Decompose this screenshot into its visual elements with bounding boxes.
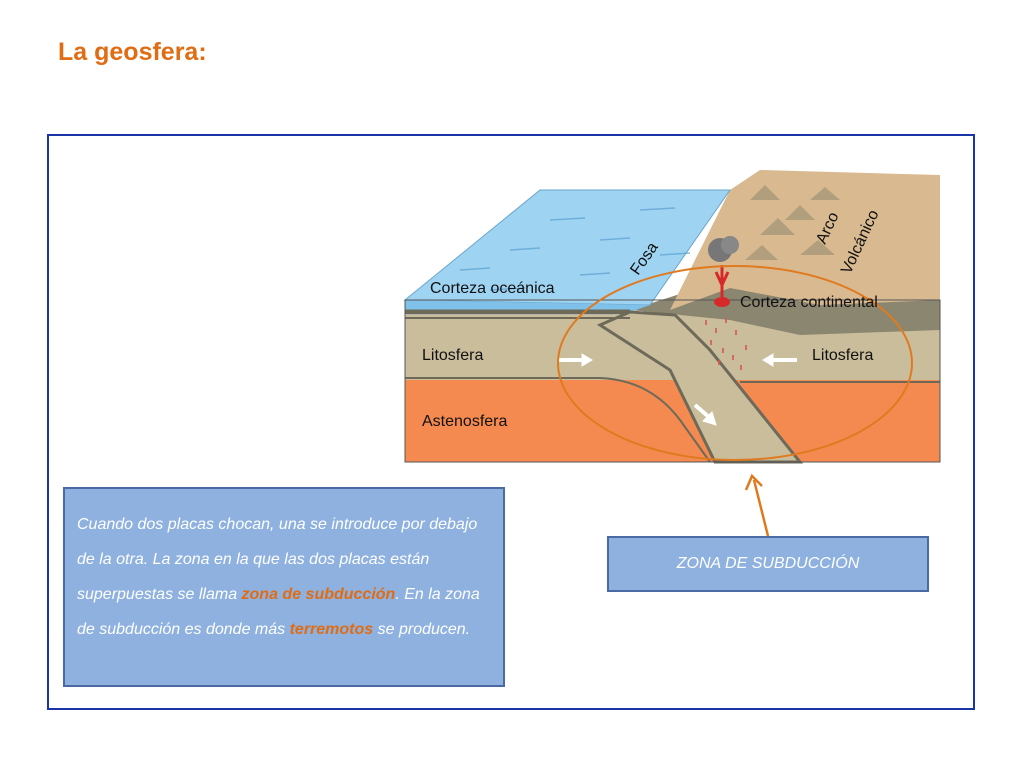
label-litosfera-left: Litosfera bbox=[422, 347, 483, 364]
explanation-text-1: Cuando dos placas chocan, una se introdu… bbox=[77, 516, 478, 603]
label-corteza-oceanica: Corteza oceánica bbox=[430, 280, 555, 297]
pointer-arrow bbox=[744, 473, 770, 537]
label-litosfera-right: Litosfera bbox=[812, 347, 873, 364]
zona-subduccion-text: ZONA DE SUBDUCCIÓN bbox=[676, 555, 860, 572]
zona-subduccion-label: ZONA DE SUBDUCCIÓN bbox=[607, 536, 929, 592]
magma-plume bbox=[714, 265, 730, 300]
astenosfera-layer bbox=[405, 380, 940, 462]
continent-surface bbox=[670, 170, 940, 310]
explanation-text-2: . En la zona de subducción es donde más bbox=[77, 586, 480, 638]
ocean-surface bbox=[403, 189, 731, 306]
subduction-diagram: Corteza oceánica Fosa Arco Volcánico Cor… bbox=[400, 160, 945, 470]
subduction-zone-highlight bbox=[557, 265, 913, 461]
highlight-zona-subduccion: zona de subducción bbox=[241, 586, 396, 603]
highlight-terremotos: terremotos bbox=[289, 621, 374, 638]
label-astenosfera: Astenosfera bbox=[422, 413, 507, 430]
page-title: La geosfera: bbox=[58, 38, 207, 66]
label-corteza-continental: Corteza continental bbox=[740, 294, 878, 311]
explanation-text-3: se producen. bbox=[373, 621, 471, 638]
explanation-box: Cuando dos placas chocan, una se introdu… bbox=[63, 487, 505, 687]
